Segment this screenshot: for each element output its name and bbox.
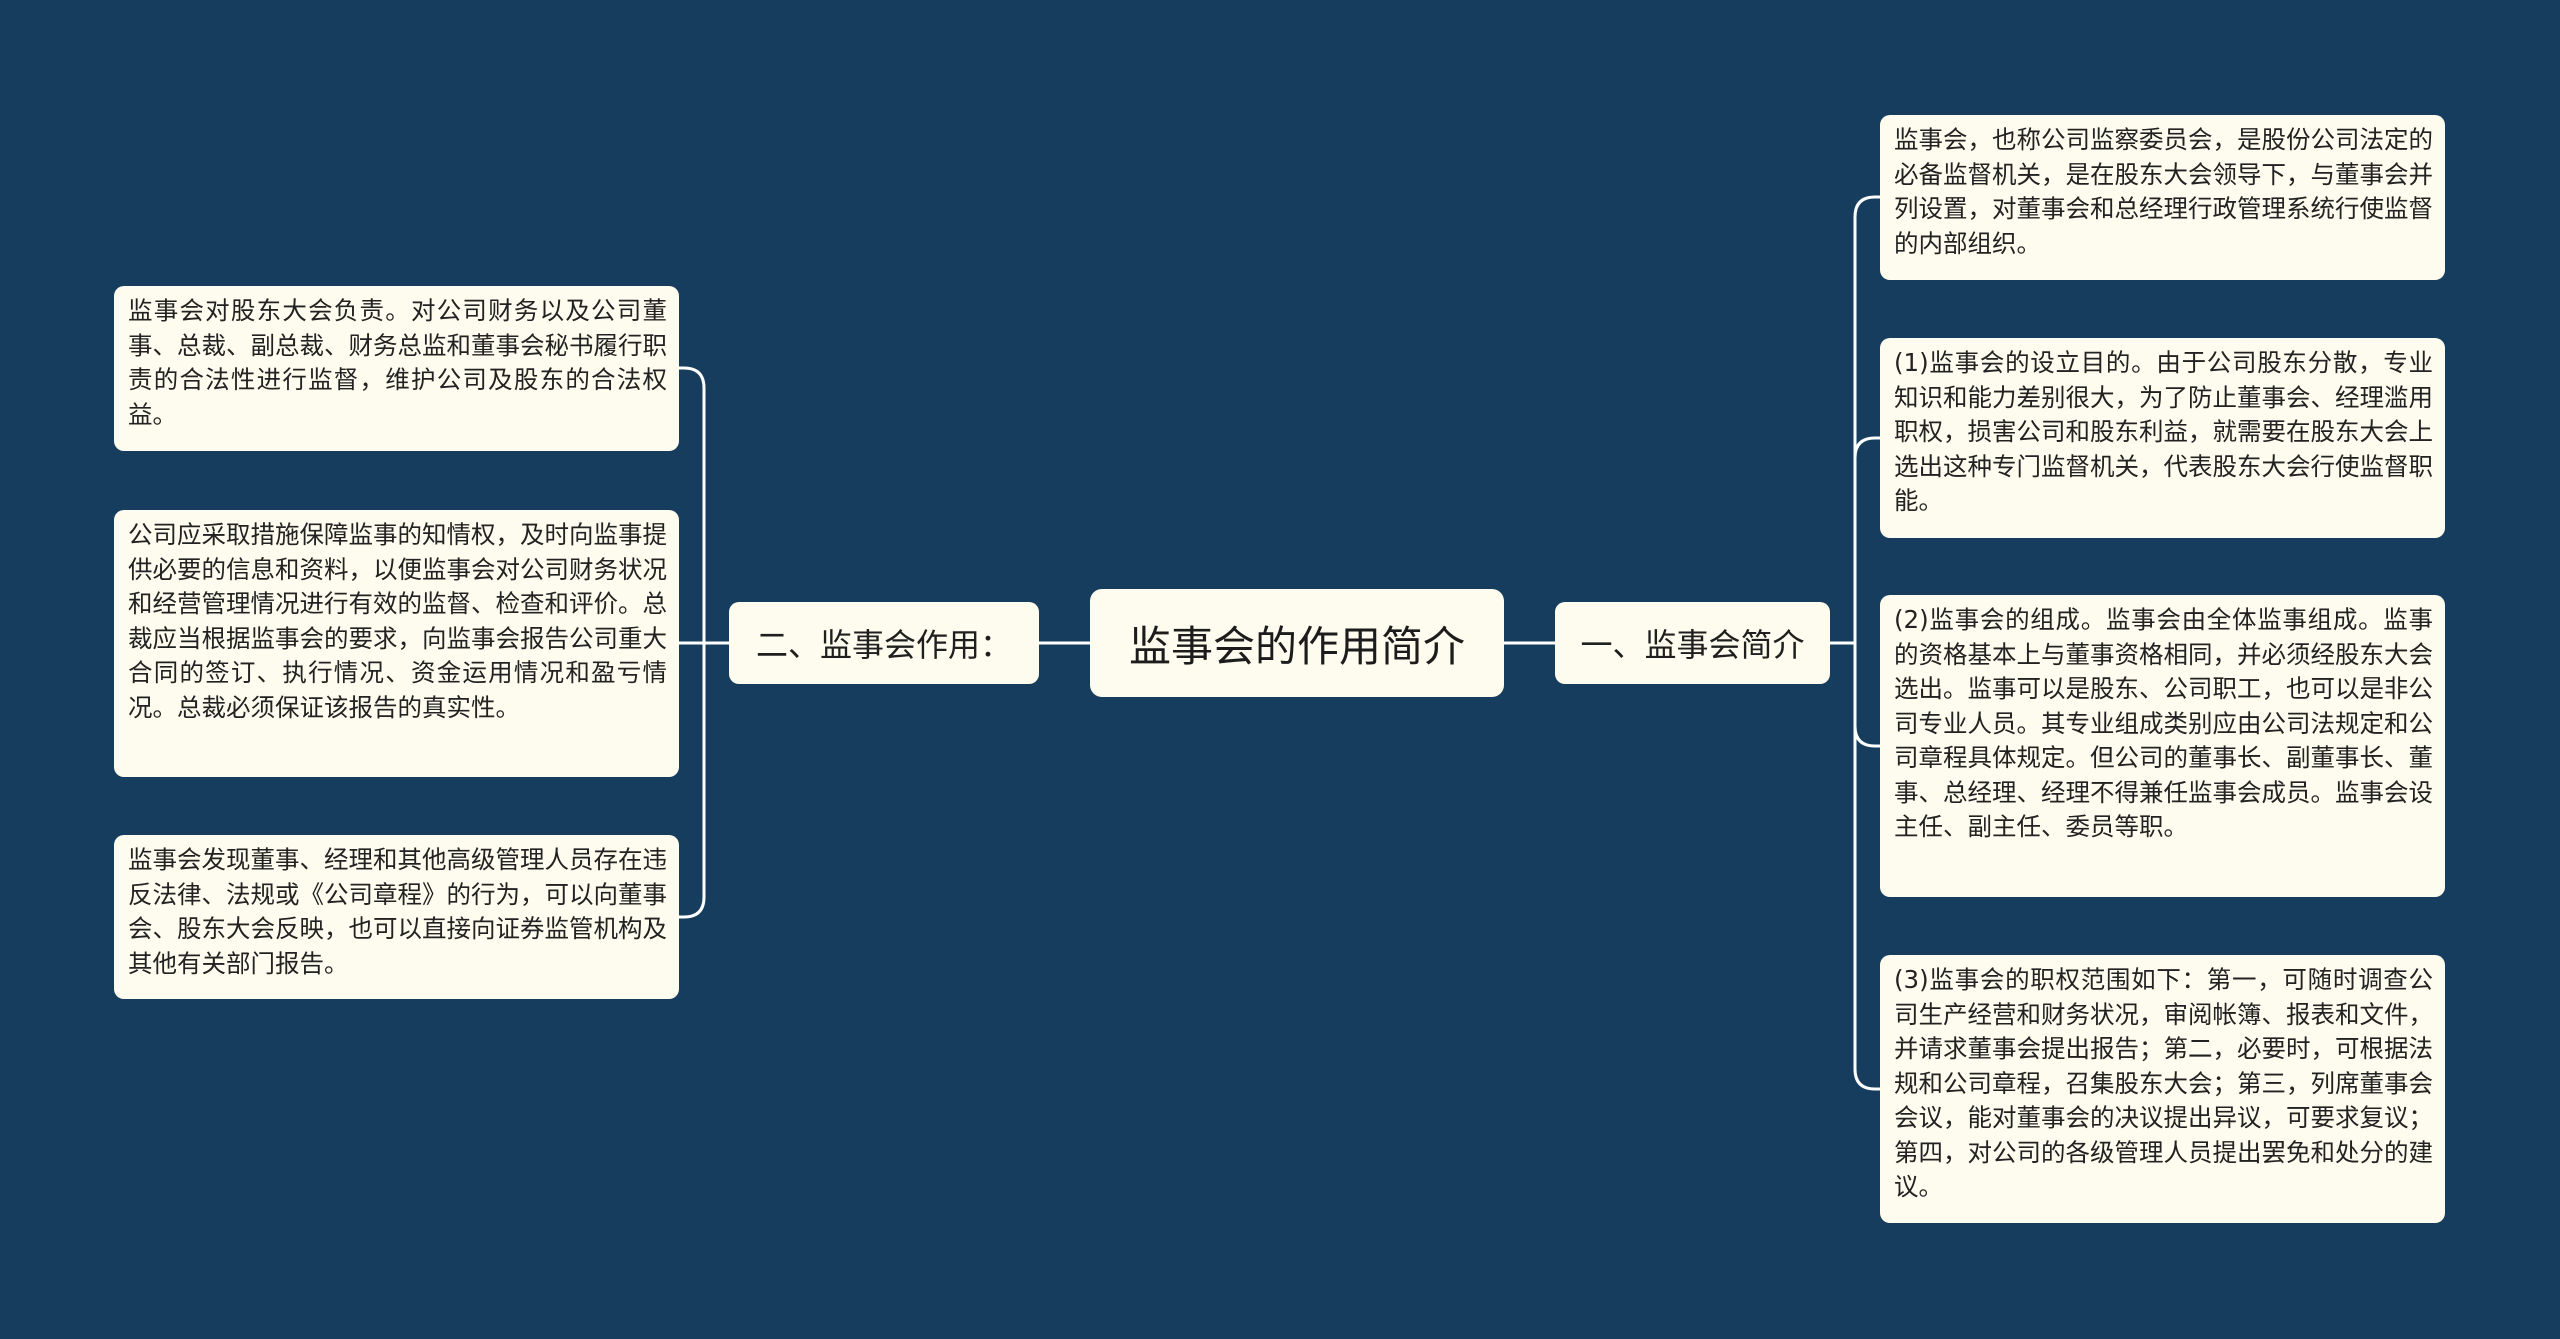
left-leaf-2[interactable]: 公司应采取措施保障监事的知情权，及时向监事提供必要的信息和资料，以便监事会对公司… [114,510,679,777]
right-leaf-4[interactable]: (3)监事会的职权范围如下：第一，可随时调查公司生产经营和财务状况，审阅帐簿、报… [1880,955,2445,1223]
link-left-leaf-1 [679,366,706,643]
left-leaf-3[interactable]: 监事会发现董事、经理和其他高级管理人员存在违反法律、法规或《公司章程》的行为，可… [114,835,679,999]
right-leaf-3[interactable]: (2)监事会的组成。监事会由全体监事组成。监事的资格基本上与董事资格相同，并必须… [1880,595,2445,897]
link-right-leaf-1 [1853,195,1880,643]
left-leaf-1[interactable]: 监事会对股东大会负责。对公司财务以及公司董事、总裁、副总裁、财务总监和董事会秘书… [114,286,679,451]
link-left-leaf-3 [679,643,706,919]
root-topic[interactable]: 监事会的作用简介 [1090,589,1504,697]
link-right-leaf-4 [1853,643,1880,1091]
link-right-leaf-2 [1853,436,1880,643]
branch-role[interactable]: 二、监事会作用： [729,602,1039,684]
link-right-leaf-3 [1853,643,1880,748]
right-leaf-1[interactable]: 监事会，也称公司监察委员会，是股份公司法定的必备监督机关，是在股东大会领导下，与… [1880,115,2445,280]
branch-intro[interactable]: 一、监事会简介 [1555,602,1830,684]
right-leaf-2[interactable]: (1)监事会的设立目的。由于公司股东分散，专业知识和能力差别很大，为了防止董事会… [1880,338,2445,538]
